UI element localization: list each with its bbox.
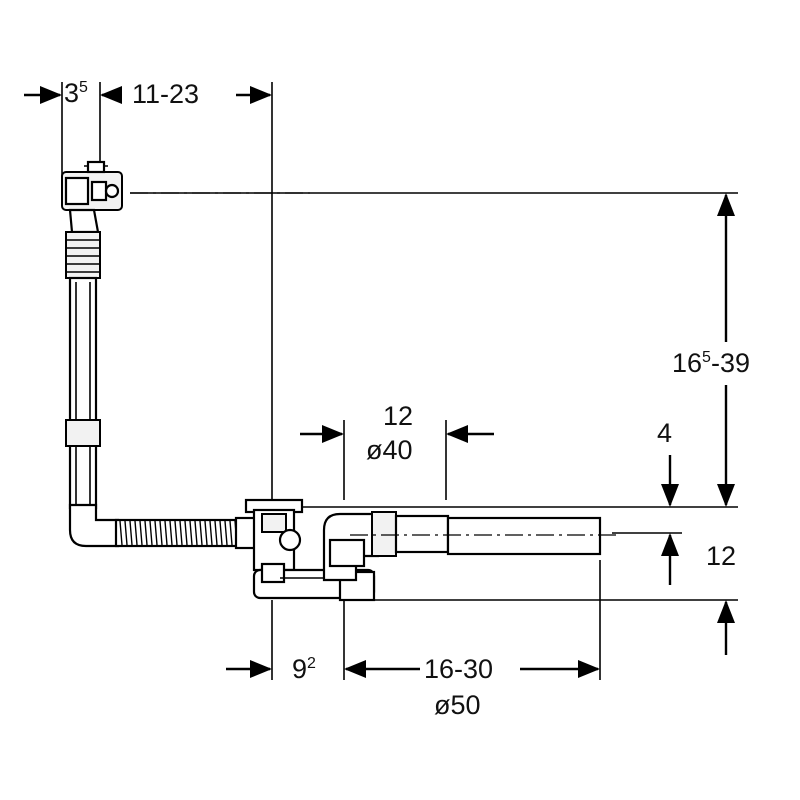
label-12-top: 12 [383,401,414,431]
label-9-2-sup: 2 [307,655,316,672]
hose-rib [194,520,198,546]
hose-rib [139,520,143,546]
hose-rib [164,520,168,546]
hose-rib [199,520,203,546]
extension-lines [61,82,738,680]
label-9-2-base: 9 [292,654,308,684]
label-39: -39 [710,348,750,378]
dim-3-5 [24,86,122,104]
hose-rib [144,520,148,546]
label-3-5: 35 [64,80,88,107]
dim-9-2 [226,660,272,678]
label-12-pipe: 12 [706,541,737,571]
hose-rib [159,520,163,546]
dim-16-30 [344,660,600,678]
hose-rib [189,520,193,546]
hose-rib [224,520,228,546]
label-3-5-base: 3 [64,78,80,108]
label-dia-40: ø40 [366,435,413,465]
overflow-head [61,160,123,234]
overflow-elbow [68,503,120,548]
dim-16-5-39 [717,193,735,507]
hose-rib [124,520,128,546]
hose-rib [229,520,233,546]
label-16-30: 16-30 [424,654,494,684]
dim-12-40 [300,425,494,443]
hose-rib [134,520,138,546]
label-16-5-sup: 5 [702,349,711,366]
dim-11-23 [236,86,272,104]
hose-rib [149,520,153,546]
hose-rib [119,520,123,546]
hose-rib [169,520,173,546]
outlet-elbow [322,512,380,582]
hose-rib [219,520,223,546]
label-11-23: 11-23 [132,79,200,109]
outlet-pipe [371,511,602,557]
drain-valve [234,498,376,602]
label-9-2: 92 [292,656,316,683]
dim-4 [661,455,679,507]
hose-rib [174,520,178,546]
dim-12-pipe [661,533,735,655]
hose-rib [214,520,218,546]
label-16-5-39: 165-39 [672,350,750,377]
label-16-5-base: 16 [672,348,703,378]
label-dia-50: ø50 [434,690,481,720]
overflow-pipe [65,276,101,510]
hose-rib [204,520,208,546]
hose-rib [129,520,133,546]
hose-rib [184,520,188,546]
hose-rib [179,520,183,546]
label-3-5-sup: 5 [79,79,88,96]
overflow-thread [65,231,101,279]
hose-rib [209,520,213,546]
label-4: 4 [657,418,673,448]
corrugated-hose [114,518,242,548]
hose-rib [154,520,158,546]
